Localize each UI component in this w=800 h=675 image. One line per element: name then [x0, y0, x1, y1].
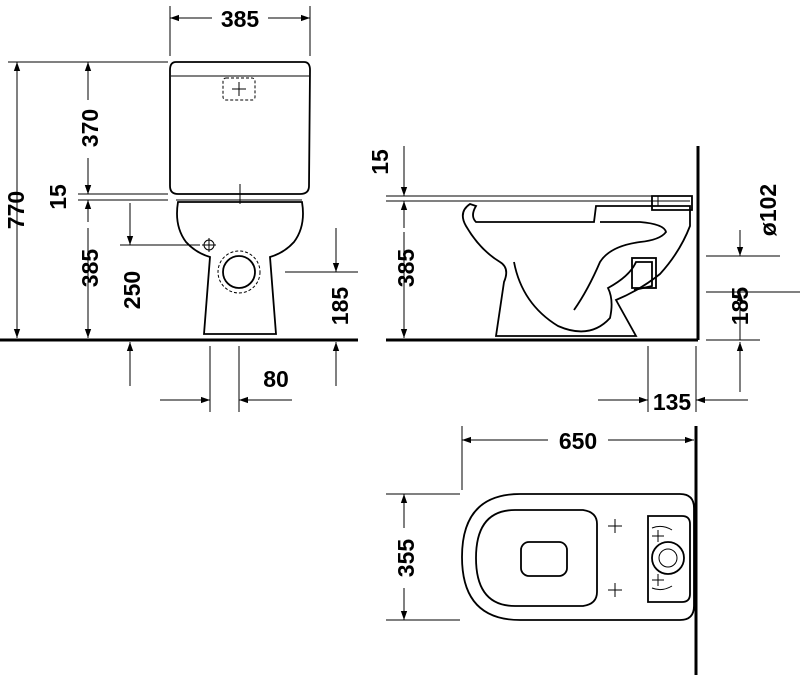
dim-side-gap: 15 [367, 149, 393, 175]
side-trap-inner [513, 261, 653, 333]
side-outlet-pipe [631, 257, 657, 289]
top-fixing-points [608, 519, 664, 597]
top-tank-area [647, 515, 691, 603]
front-bowl-outline [176, 201, 304, 335]
side-inlet [651, 195, 693, 211]
top-outlet-inner [658, 548, 678, 568]
top-tank-arc-top [651, 525, 673, 531]
dim-front-outlet-height: 185 [327, 287, 353, 326]
dim-side-outlet-diameter: ø102 [755, 184, 781, 236]
front-outlet-circle [222, 255, 256, 289]
top-bowl-outline [461, 493, 695, 621]
dim-side-bowl-height: 385 [393, 249, 419, 288]
top-outlet-circle [651, 541, 685, 575]
dim-front-gap: 15 [45, 184, 71, 210]
side-view: 15 385 ø102 185 135 [367, 146, 800, 415]
dim-front-width: 385 [221, 6, 260, 32]
top-bowl-inner [475, 509, 598, 607]
top-drain-opening [520, 541, 568, 577]
dim-front-inlet-height: 250 [119, 271, 145, 309]
front-tank-outline [169, 61, 311, 195]
dim-front-total-height: 770 [3, 191, 29, 229]
front-view: 385 770 370 15 385 250 185 80 [0, 6, 358, 412]
side-trap-outer [573, 221, 667, 311]
dim-front-tank-height: 370 [77, 109, 103, 147]
front-outlet-dashed [217, 250, 261, 294]
dim-front-bowl-height: 385 [77, 249, 103, 288]
top-view: 650 355 [386, 426, 698, 675]
dim-top-width: 355 [393, 539, 419, 578]
dim-side-wall-offset: 135 [653, 389, 692, 415]
top-tank-arc-bottom [651, 585, 673, 591]
dim-top-length: 650 [559, 428, 597, 454]
side-bowl-outline [461, 203, 691, 337]
flush-button-icon [222, 77, 256, 101]
dim-front-base-width: 80 [263, 366, 289, 392]
dim-side-outlet-height: 185 [727, 287, 753, 326]
